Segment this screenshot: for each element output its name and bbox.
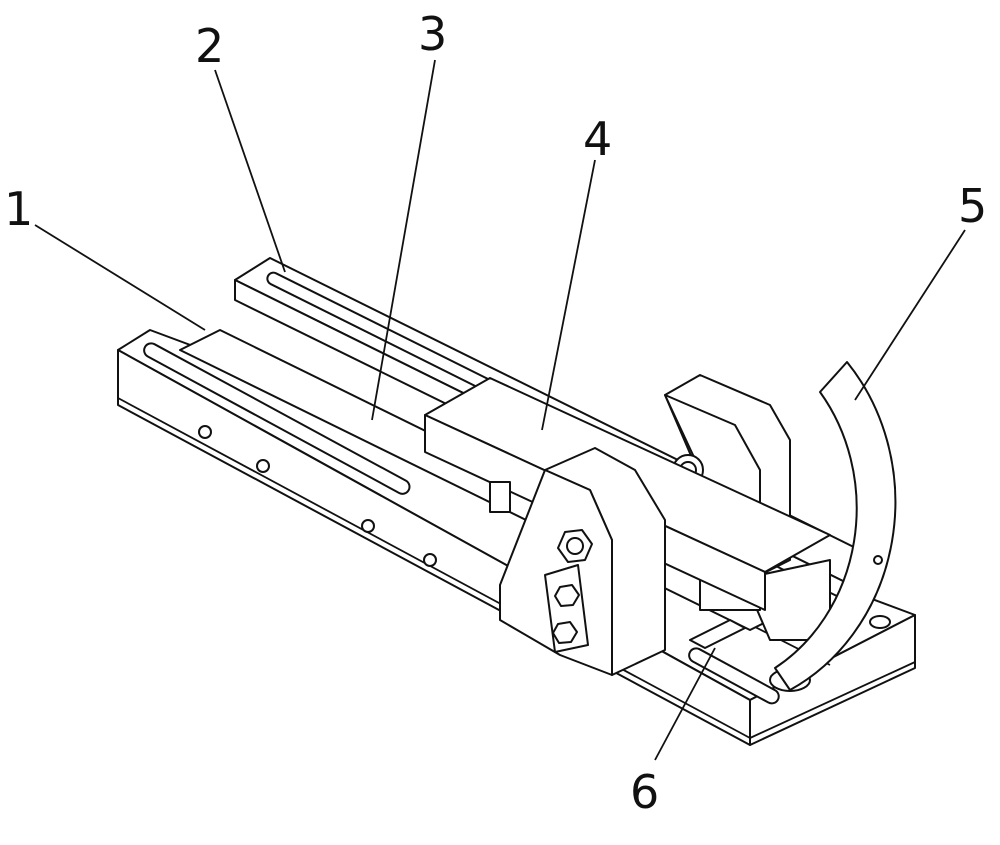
callout-5: 5 <box>958 179 987 233</box>
callout-2: 2 <box>195 19 224 73</box>
callout-3: 3 <box>418 7 447 61</box>
callout-6: 6 <box>630 765 659 819</box>
callout-1: 1 <box>4 182 33 236</box>
callout-4: 4 <box>583 112 612 166</box>
